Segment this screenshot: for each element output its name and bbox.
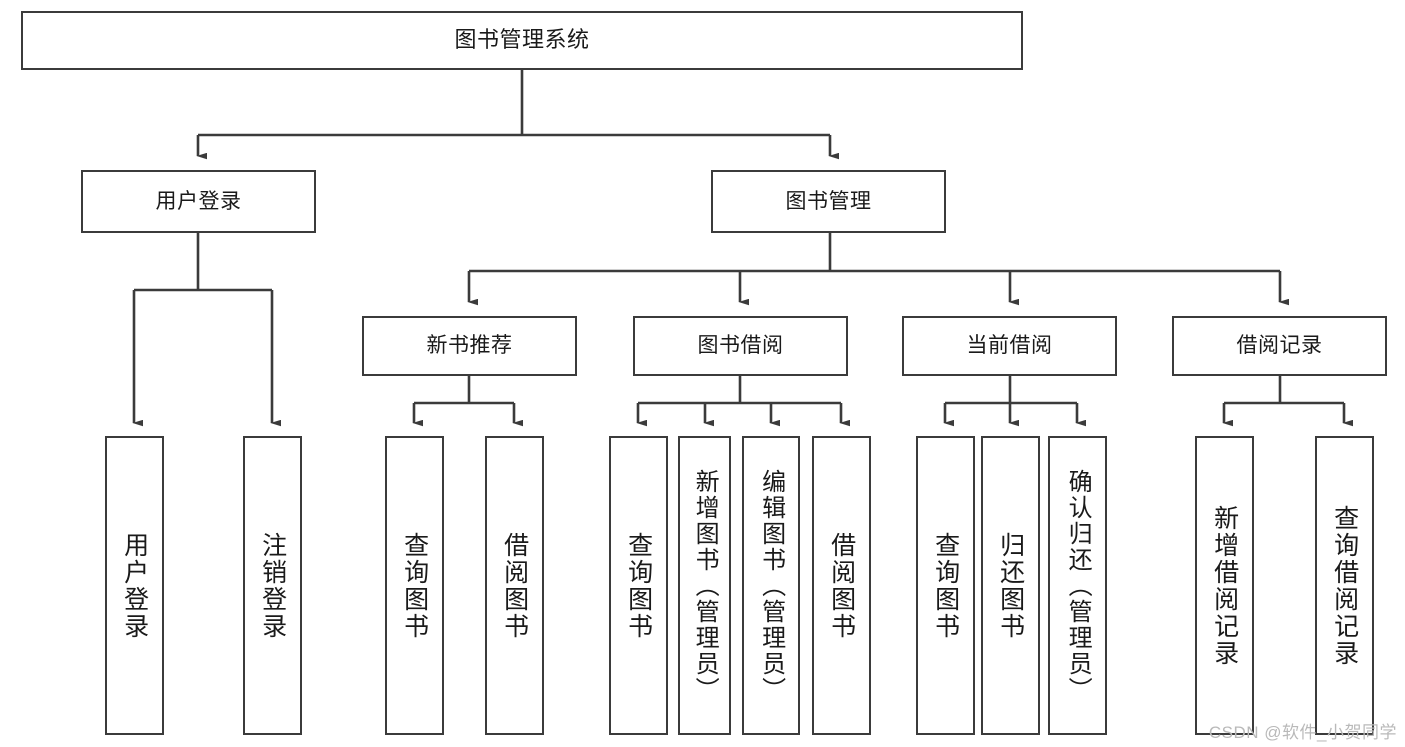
leaf-current-query-book[interactable]: 查询图书 <box>916 436 975 735</box>
node-label: 查询图书 <box>624 531 653 640</box>
leaf-borrow-query-book[interactable]: 查询图书 <box>609 436 668 735</box>
node-label: 新增图书（管理员） <box>691 468 719 703</box>
node-label: 图书借阅 <box>697 334 784 358</box>
csdn-watermark: CSDN @软件_小贺同学 <box>1208 723 1397 742</box>
node-label: 查询图书 <box>931 531 960 640</box>
leaf-return-book[interactable]: 归还图书 <box>981 436 1040 735</box>
node-label: 新书推荐 <box>426 334 513 358</box>
node-book-borrow[interactable]: 图书借阅 <box>633 316 848 376</box>
leaf-recommend-borrow-book[interactable]: 借阅图书 <box>485 436 544 735</box>
node-label: 当前借阅 <box>966 334 1053 358</box>
node-label: 图书管理系统 <box>454 27 590 53</box>
leaf-confirm-return-admin[interactable]: 确认归还（管理员） <box>1048 436 1107 735</box>
node-book-management[interactable]: 图书管理 <box>711 170 946 233</box>
node-label: 新增借阅记录 <box>1210 504 1239 667</box>
leaf-logout[interactable]: 注销登录 <box>243 436 302 735</box>
node-label: 图书管理 <box>785 189 872 213</box>
leaf-recommend-query-book[interactable]: 查询图书 <box>385 436 444 735</box>
node-new-book-recommend[interactable]: 新书推荐 <box>362 316 577 376</box>
node-label: 编辑图书（管理员） <box>757 468 785 703</box>
leaf-query-borrow-record[interactable]: 查询借阅记录 <box>1315 436 1374 735</box>
leaf-borrow-book[interactable]: 借阅图书 <box>812 436 871 735</box>
leaf-add-book-admin[interactable]: 新增图书（管理员） <box>678 436 731 735</box>
leaf-user-login[interactable]: 用户登录 <box>105 436 164 735</box>
node-label: 借阅图书 <box>500 531 529 640</box>
node-label: 确认归还（管理员） <box>1064 468 1092 703</box>
node-borrow-record[interactable]: 借阅记录 <box>1172 316 1387 376</box>
node-label: 借阅记录 <box>1236 334 1323 358</box>
leaf-add-borrow-record[interactable]: 新增借阅记录 <box>1195 436 1254 735</box>
node-label: 归还图书 <box>996 531 1025 640</box>
node-label: 用户登录 <box>155 189 242 213</box>
node-current-borrow[interactable]: 当前借阅 <box>902 316 1117 376</box>
leaf-edit-book-admin[interactable]: 编辑图书（管理员） <box>742 436 800 735</box>
node-label: 查询借阅记录 <box>1330 504 1359 667</box>
node-label: 用户登录 <box>120 531 149 640</box>
node-root-book-management-system[interactable]: 图书管理系统 <box>21 11 1023 70</box>
node-user-login[interactable]: 用户登录 <box>81 170 316 233</box>
node-label: 查询图书 <box>400 531 429 640</box>
node-label: 借阅图书 <box>827 531 856 640</box>
node-label: 注销登录 <box>258 531 287 640</box>
